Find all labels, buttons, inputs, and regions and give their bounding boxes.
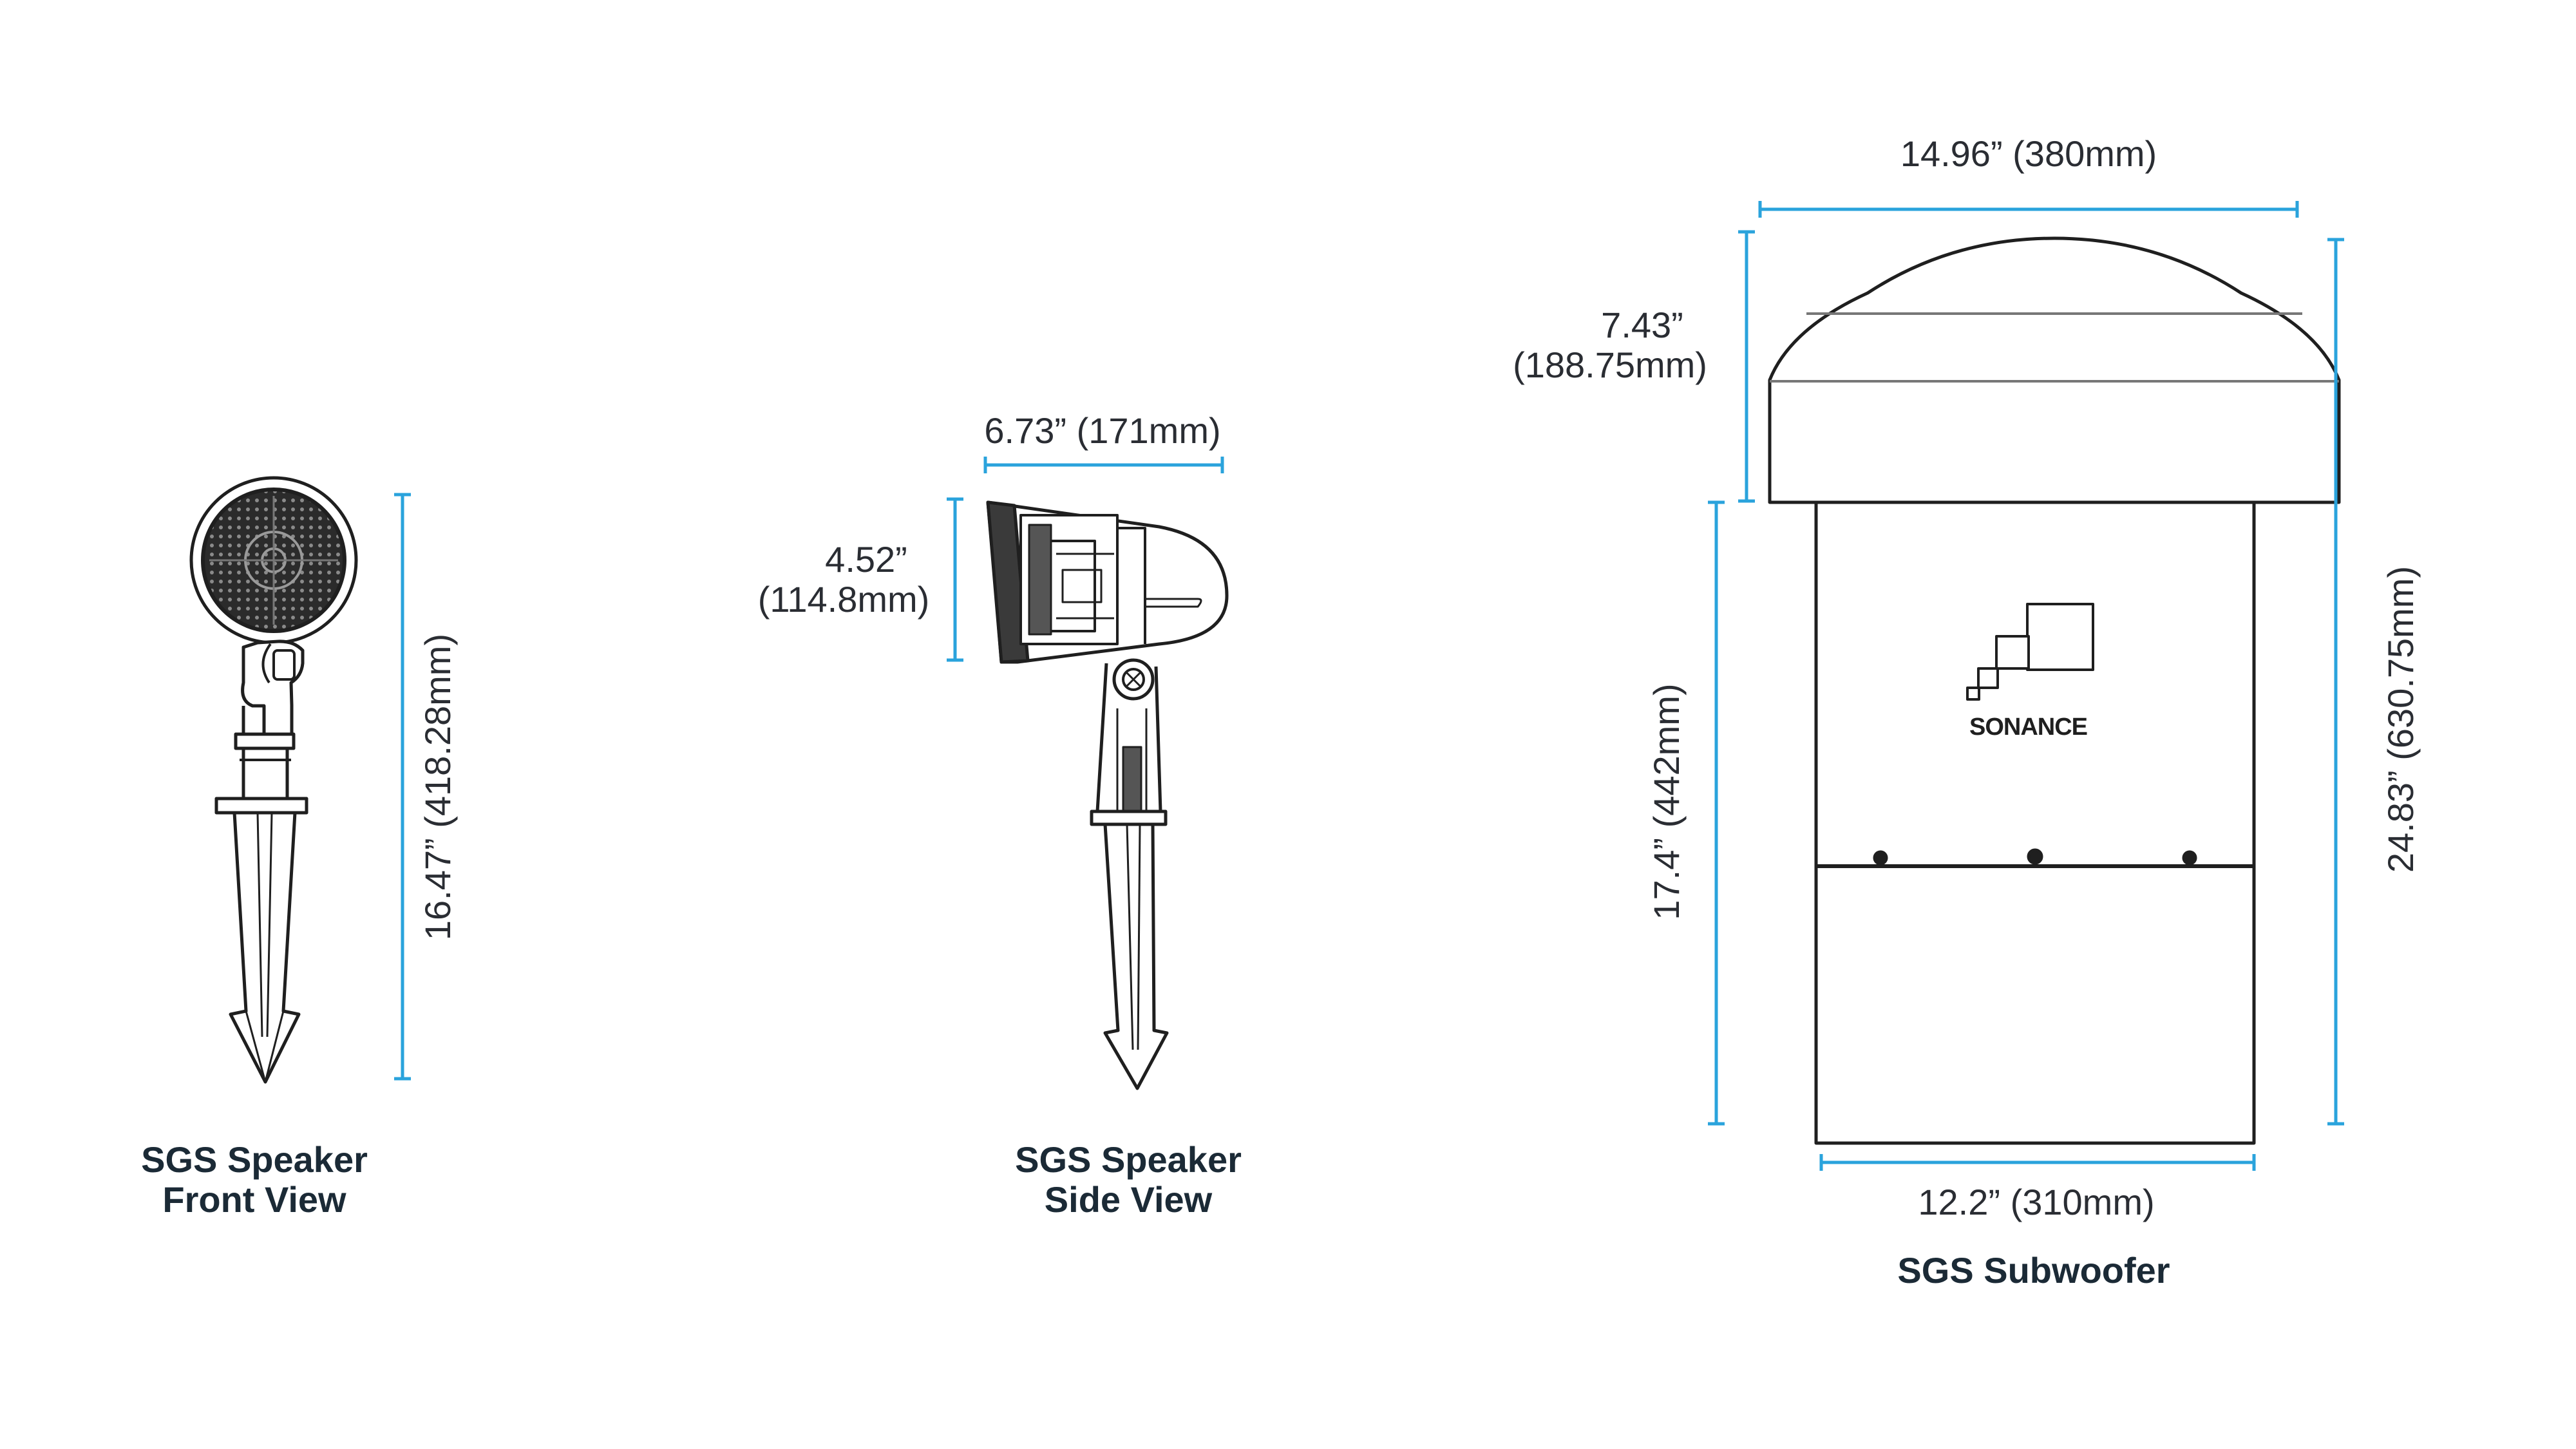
- subwoofer-cap-height-line1: 7.43”: [1601, 305, 1683, 345]
- side-view-caption-line1: SGS Speaker: [1015, 1139, 1242, 1180]
- front-height-dimension: 16.47” (418.28mm): [417, 633, 458, 941]
- subwoofer-total-height-dimension: 24.83” (630.75mm): [2380, 565, 2421, 873]
- subwoofer-cap-height-line2: (188.75mm): [1513, 345, 1707, 385]
- dimension-lines: [394, 201, 2344, 1171]
- side-height-dimension-line2: (114.8mm): [757, 579, 930, 620]
- side-view-caption-line2: Side View: [1044, 1179, 1213, 1220]
- subwoofer-base-width-dimension: 12.2” (310mm): [1918, 1182, 2155, 1222]
- side-height-dimension-line1: 4.52”: [825, 539, 907, 580]
- front-view-speaker: [189, 476, 358, 1084]
- side-view-speaker: [986, 500, 1229, 1090]
- sonance-logo-mark: [1966, 603, 2094, 701]
- subwoofer-cap: [1768, 236, 2341, 504]
- subwoofer-body: [1768, 236, 2341, 1145]
- subwoofer-body-height-dimension: 17.4” (442mm): [1646, 683, 1687, 920]
- subwoofer-cylinder: [1814, 500, 2256, 1145]
- subwoofer-caption: SGS Subwoofer: [1897, 1250, 2170, 1291]
- sonance-logo-text: SONANCE: [1969, 714, 2088, 741]
- front-view-caption-line2: Front View: [162, 1179, 346, 1220]
- side-width-dimension: 6.73” (171mm): [984, 410, 1221, 451]
- front-view-caption-line1: SGS Speaker: [141, 1139, 368, 1180]
- subwoofer-top-width-dimension: 14.96” (380mm): [1900, 133, 2157, 174]
